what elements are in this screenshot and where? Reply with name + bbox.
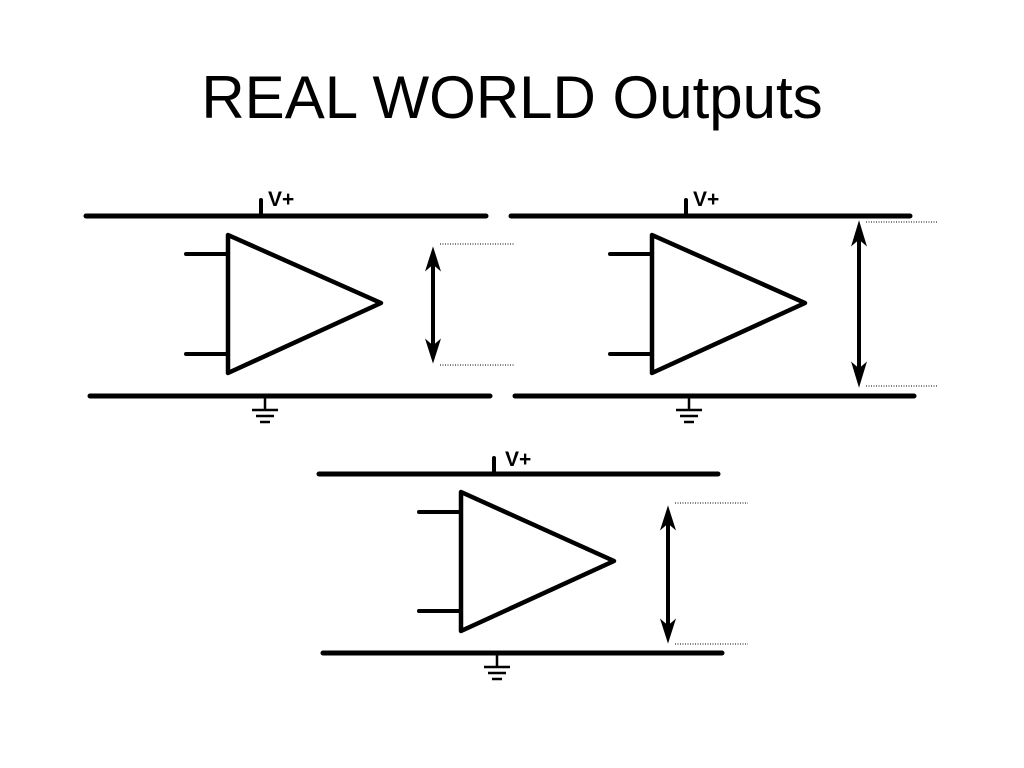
supply-label: V+	[505, 448, 531, 471]
circuit-left: V+	[83, 188, 514, 424]
ground-symbol	[484, 653, 510, 681]
supply-label: V+	[693, 188, 719, 211]
output-swing-arrow	[424, 246, 442, 364]
ground-symbol	[252, 396, 278, 424]
ground-symbol	[676, 396, 702, 424]
output-swing-arrow	[851, 220, 867, 388]
op-amp-triangle	[225, 232, 384, 376]
supply-label: V+	[268, 188, 294, 211]
slide-title: REAL WORLD Outputs	[201, 64, 823, 131]
output-swing-arrow	[659, 505, 677, 644]
op-amp-triangle	[649, 232, 808, 376]
circuit-bottom: V+	[316, 448, 748, 681]
op-amp-triangle	[458, 489, 617, 634]
circuit-right: V+	[508, 188, 938, 424]
